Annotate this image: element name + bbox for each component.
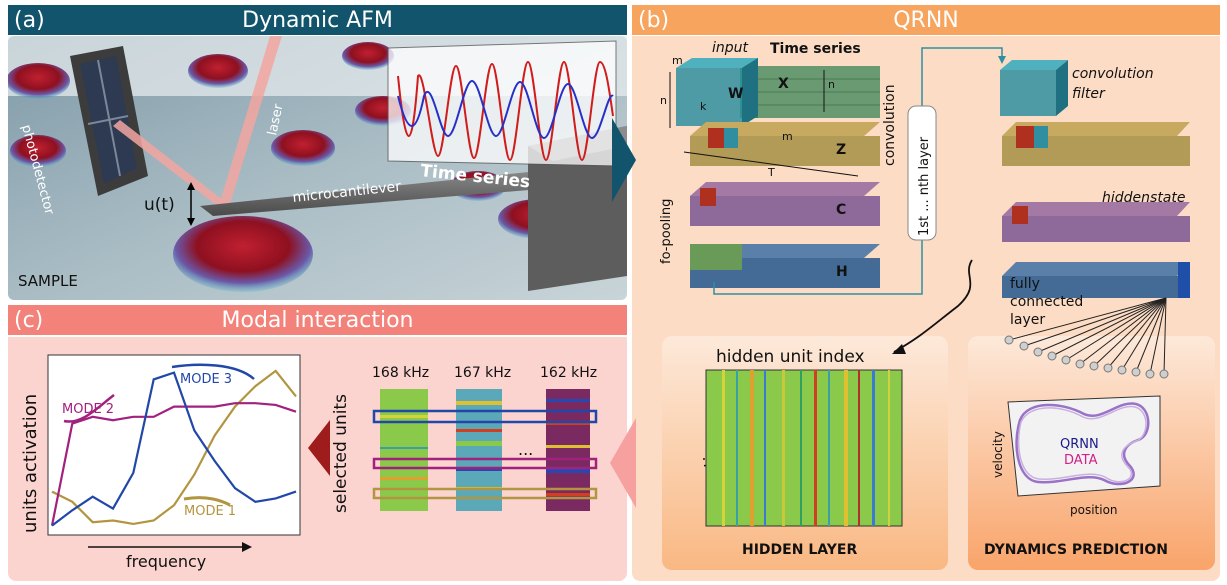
unit-strip-168 bbox=[380, 389, 428, 511]
arrow-into-c bbox=[308, 420, 330, 476]
panel-a-title-bar: (a) Dynamic AFM bbox=[8, 5, 627, 35]
phase-plot bbox=[1007, 395, 1161, 497]
right-h-block bbox=[1002, 262, 1190, 298]
mode3-label: MODE 3 bbox=[180, 372, 232, 387]
laser-beam bbox=[220, 36, 282, 204]
freq1-label: 168 kHz bbox=[372, 365, 429, 381]
arrow-b-to-c bbox=[610, 418, 636, 508]
panel-a-letter: (a) bbox=[14, 7, 45, 33]
series-line-mode-2 bbox=[50, 402, 297, 526]
convolution-filter-label-2: filter bbox=[1072, 86, 1106, 102]
selection-mode3 bbox=[372, 409, 598, 424]
convolution-label: convolution bbox=[882, 84, 898, 166]
sample-bump bbox=[8, 63, 70, 99]
time-series-blue bbox=[397, 79, 614, 140]
mode3-swoosh bbox=[171, 363, 255, 380]
m-label: m bbox=[672, 54, 683, 67]
strip-ellipsis: ... bbox=[518, 440, 533, 459]
unit-strip-167 bbox=[456, 389, 502, 511]
modal-interaction: units activation frequency MODE 1 MODE 2… bbox=[20, 354, 598, 571]
time-series-red bbox=[397, 60, 614, 162]
qrnn-legend: QRNN bbox=[1060, 437, 1099, 452]
right-z-block bbox=[1002, 122, 1190, 166]
mode2-swoosh bbox=[63, 394, 115, 423]
sample-bump bbox=[342, 42, 394, 70]
n-label-2: n bbox=[828, 78, 835, 91]
panel-b-title-bar: (b) QRNN bbox=[632, 5, 1220, 35]
freq2-label: 167 kHz bbox=[454, 365, 511, 381]
panel-a-title: Dynamic AFM bbox=[242, 7, 393, 33]
hidden-layer-arrow bbox=[893, 259, 973, 353]
velocity-label: velocity bbox=[991, 431, 1005, 478]
chart-ylabel: units activation bbox=[20, 394, 41, 533]
k-label: k bbox=[700, 100, 707, 113]
selection-mode2 bbox=[372, 457, 598, 470]
sample-bump bbox=[188, 54, 248, 88]
convolution-filter-label-1: convolution bbox=[1072, 66, 1154, 82]
afm-illustration: photodetector laser microcantilever u(t)… bbox=[8, 36, 627, 300]
hidden-unit-index-label: hidden unit index bbox=[716, 347, 865, 367]
microcantilever bbox=[200, 170, 553, 216]
laser-label: laser bbox=[265, 102, 286, 137]
time-series-inset bbox=[387, 40, 617, 167]
hiddenstate-label: hiddenstate bbox=[1102, 190, 1186, 206]
m-label-3: m bbox=[782, 130, 793, 143]
photodetector bbox=[70, 46, 148, 196]
time-series-block bbox=[740, 58, 880, 118]
mode1-swoosh bbox=[183, 496, 231, 507]
C-label: C bbox=[836, 202, 846, 218]
time-series-title: Time series bbox=[770, 41, 861, 57]
series-line-mode-3 bbox=[51, 371, 297, 527]
X-label: X bbox=[778, 76, 789, 92]
arrow-a-to-b bbox=[612, 118, 636, 202]
displacement-label: u(t) bbox=[144, 195, 175, 215]
panel-c-title: Modal interaction bbox=[221, 307, 414, 333]
sample-label: SAMPLE bbox=[18, 272, 78, 290]
W-label: W bbox=[728, 86, 743, 102]
sample-bump bbox=[10, 135, 66, 167]
fo-pooling-label: fo-pooling bbox=[659, 199, 674, 264]
layers-label: 1st ... nth layer bbox=[917, 136, 932, 236]
c-block bbox=[690, 182, 880, 226]
selection-mode1 bbox=[372, 487, 598, 500]
hidden-layer-heatmap bbox=[705, 369, 903, 527]
n-label: n bbox=[660, 94, 667, 107]
dynamics-prediction-caption: DYNAMICS PREDICTION bbox=[984, 542, 1168, 558]
chart-xlabel: frequency bbox=[126, 552, 206, 571]
panel-c-letter: (c) bbox=[14, 307, 44, 333]
panel-b-title: QRNN bbox=[893, 7, 959, 33]
phase-trajectory bbox=[1015, 402, 1150, 486]
T-label: T bbox=[767, 166, 775, 179]
qrnn-diagram: input Time series m n k W X n Z m T C H … bbox=[659, 40, 1190, 558]
selected-units-label: selected units bbox=[331, 394, 351, 513]
input-label: input bbox=[712, 40, 749, 56]
h-block bbox=[690, 244, 880, 288]
Z-label: Z bbox=[836, 142, 846, 158]
mode1-label: MODE 1 bbox=[184, 504, 236, 519]
fully-connected-lines bbox=[1008, 297, 1167, 375]
chart-lines bbox=[50, 369, 297, 527]
fc-label-3: layer bbox=[1010, 312, 1045, 328]
fc-label-2: connected bbox=[1010, 294, 1083, 310]
position-label: position bbox=[1070, 503, 1118, 517]
freq3-label: 162 kHz bbox=[540, 365, 597, 381]
series-line-mode-1 bbox=[51, 369, 297, 526]
laser-reflection bbox=[113, 120, 228, 208]
output-nodes bbox=[1004, 335, 1169, 379]
H-label: H bbox=[836, 264, 848, 280]
panel-c-title-bar: (c) Modal interaction bbox=[8, 305, 627, 335]
z-block bbox=[690, 122, 880, 166]
fc-label-1: fully bbox=[1010, 276, 1040, 292]
unit-strip-162 bbox=[546, 389, 590, 511]
cantilever-holder bbox=[528, 126, 627, 291]
data-legend: DATA bbox=[1064, 453, 1098, 468]
panel-b-letter: (b) bbox=[638, 7, 670, 33]
hiddenstate-block bbox=[1002, 202, 1190, 242]
hidden-layer-caption: HIDDEN LAYER bbox=[742, 542, 857, 558]
convolution-kernel-W bbox=[676, 58, 758, 126]
convolution-filter bbox=[1000, 60, 1068, 116]
sample-bump bbox=[173, 216, 313, 292]
sample-bump bbox=[271, 130, 335, 166]
